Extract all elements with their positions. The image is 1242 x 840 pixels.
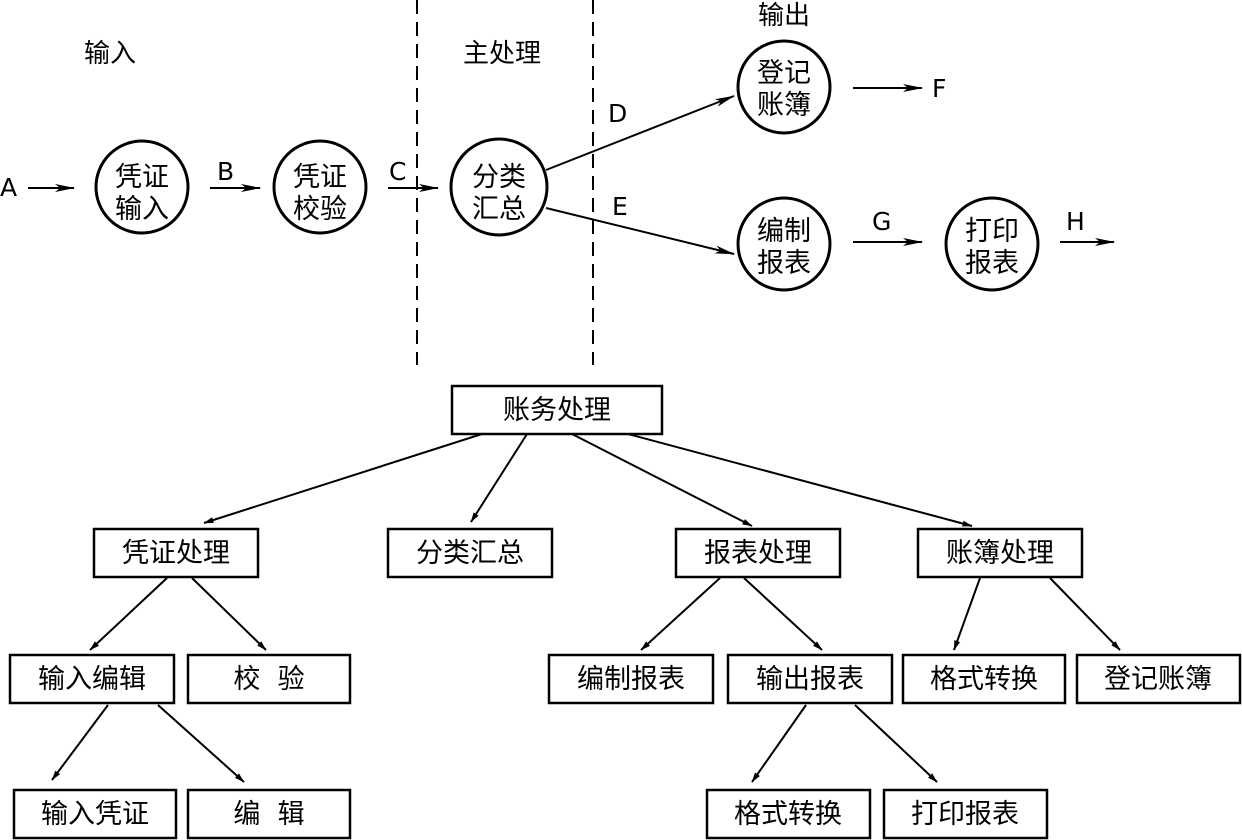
process-print-report-line2: 报表: [965, 248, 1019, 279]
process-compile-report-line1: 编制: [757, 216, 811, 247]
process-print-report: 打印 报表: [944, 196, 1040, 292]
tree-edge-voucher-inputedit: [89, 577, 168, 651]
node-print-report-label: 打印报表: [911, 799, 1019, 830]
tree-edge-root-classify: [470, 433, 528, 523]
tree-edge-inputedit-edit: [157, 704, 245, 783]
node-format-convert-2: 格式转换: [705, 788, 872, 840]
node-report-processing-label: 报表处理: [704, 538, 812, 569]
node-check: 校 验: [186, 653, 352, 705]
edge-label-d: D: [608, 99, 627, 128]
node-register-ledger-label: 登记账簿: [1104, 664, 1212, 695]
process-voucher-check-line2: 校验: [293, 194, 347, 225]
section-output-label: 输出: [758, 1, 810, 31]
process-register-ledger: 登记 账簿: [736, 39, 832, 135]
node-voucher-processing: 凭证处理: [92, 527, 260, 579]
edge-label-f: F: [932, 74, 946, 103]
node-format-convert-2-label: 格式转换: [734, 799, 842, 830]
tree-edge-output-format: [751, 704, 807, 783]
process-compile-report-line2: 报表: [757, 248, 811, 279]
node-report-processing: 报表处理: [674, 527, 842, 579]
section-input-label: 输入: [84, 39, 136, 69]
node-edit-label: 编 辑: [233, 799, 304, 830]
process-voucher-input: 凭证 输入: [94, 139, 190, 235]
tree-edge-ledger-register: [1049, 577, 1121, 651]
edge-label-h: H: [1066, 207, 1085, 236]
structure-tree: 账务处理 凭证处理 分类汇总 报表处理 账簿处理 输入编辑 校 验 编制报: [8, 384, 1242, 840]
process-voucher-check-line1: 凭证: [293, 162, 347, 193]
tree-edge-report-compile: [640, 577, 721, 651]
tree-edge-voucher-check: [191, 577, 267, 651]
tree-edge-report-output: [743, 577, 823, 651]
tree-edge-root-report: [571, 433, 753, 527]
process-compile-report: 编制 报表: [736, 196, 832, 292]
process-classify-summary-line2: 汇总: [472, 194, 526, 225]
edge-label-b: B: [217, 157, 234, 186]
node-input-voucher: 输入凭证: [12, 788, 178, 840]
edge-label-a: A: [0, 173, 17, 202]
node-format-convert: 格式转换: [901, 653, 1067, 705]
node-format-convert-label: 格式转换: [930, 664, 1038, 695]
node-input-edit-label: 输入编辑: [38, 664, 146, 695]
node-print-report: 打印报表: [882, 788, 1049, 840]
edge-label-e: E: [612, 192, 628, 221]
tree-edge-root-voucher: [203, 433, 483, 524]
tree-edge-output-print: [854, 704, 938, 783]
edge-label-g: G: [872, 207, 891, 236]
node-ledger-processing: 账簿处理: [916, 527, 1084, 579]
node-edit: 编 辑: [186, 788, 352, 840]
node-voucher-processing-label: 凭证处理: [122, 538, 230, 569]
flow-arrow-d: [545, 95, 735, 171]
process-register-ledger-line2: 账簿: [757, 90, 811, 121]
node-input-edit: 输入编辑: [8, 653, 176, 705]
node-compile-report: 编制报表: [547, 653, 715, 705]
flow-arrow-e: [545, 207, 735, 255]
process-print-report-line1: 打印: [965, 216, 1019, 247]
data-flow-diagram: 输入 主处理 输出 凭证 输入 凭证 校验 分类 汇总 登记 账簿 编制 报表: [0, 0, 1115, 365]
node-input-voucher-label: 输入凭证: [41, 799, 149, 830]
tree-edge-inputedit-inputvoucher: [51, 704, 109, 781]
process-voucher-input-line2: 输入: [115, 194, 169, 225]
process-classify-summary: 分类 汇总: [449, 137, 549, 237]
node-classify-summary: 分类汇总: [386, 527, 554, 579]
node-check-label: 校 验: [233, 664, 304, 695]
node-ledger-processing-label: 账簿处理: [946, 538, 1054, 569]
process-voucher-input-line1: 凭证: [115, 162, 169, 193]
node-classify-summary-label: 分类汇总: [416, 538, 524, 569]
node-compile-report-label: 编制报表: [577, 664, 685, 695]
node-output-report: 输出报表: [726, 653, 894, 705]
node-register-ledger: 登记账簿: [1075, 653, 1242, 705]
node-output-report-label: 输出报表: [756, 664, 864, 695]
section-main-label: 主处理: [463, 39, 541, 69]
edge-label-c: C: [389, 157, 406, 186]
tree-edge-root-ledger: [627, 433, 973, 527]
node-root-label: 账务处理: [503, 395, 611, 426]
tree-edge-ledger-format: [953, 577, 981, 651]
process-classify-summary-line1: 分类: [472, 162, 526, 193]
node-root: 账务处理: [450, 384, 664, 436]
process-voucher-check: 凭证 校验: [272, 139, 368, 235]
process-register-ledger-line1: 登记: [757, 58, 811, 89]
